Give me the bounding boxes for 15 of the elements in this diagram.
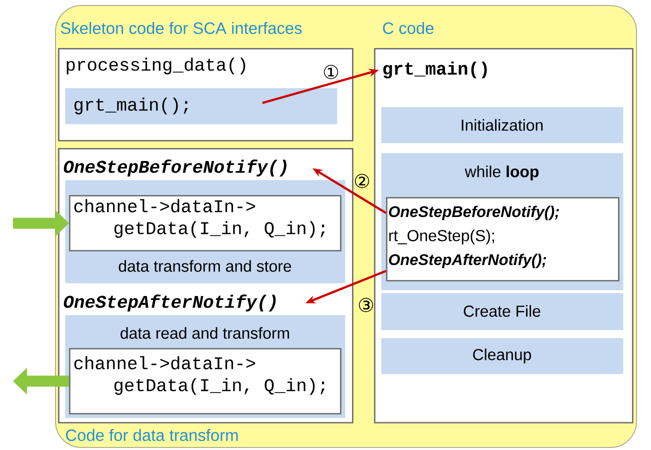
function-label: OneStepAfterNotify() xyxy=(64,294,276,312)
node-label: Code for data transform xyxy=(66,428,238,442)
step-number: ③ xyxy=(358,298,374,312)
node-label: Skeleton code for SCA interfaces xyxy=(60,22,302,34)
step-number: ① xyxy=(324,64,338,80)
step-bar: Cleanup xyxy=(381,338,624,374)
code-box: OneStepBeforeNotify(); rt_OneStep(S); OneStepAfterNotify(); xyxy=(386,197,620,282)
node-label: C code xyxy=(383,22,434,34)
code-box: channel->dataIn-> getData(I_in, Q_in); xyxy=(69,348,342,414)
code-box: channel->dataIn-> getData(I_in, Q_in); xyxy=(69,195,342,252)
function-label: OneStepBeforeNotify() xyxy=(64,160,286,176)
highlight-bar: grt_main(); xyxy=(65,88,338,124)
step-bar: Initialization xyxy=(381,107,624,144)
step-number: ② xyxy=(354,174,370,188)
step-bar: Create File xyxy=(381,293,624,330)
